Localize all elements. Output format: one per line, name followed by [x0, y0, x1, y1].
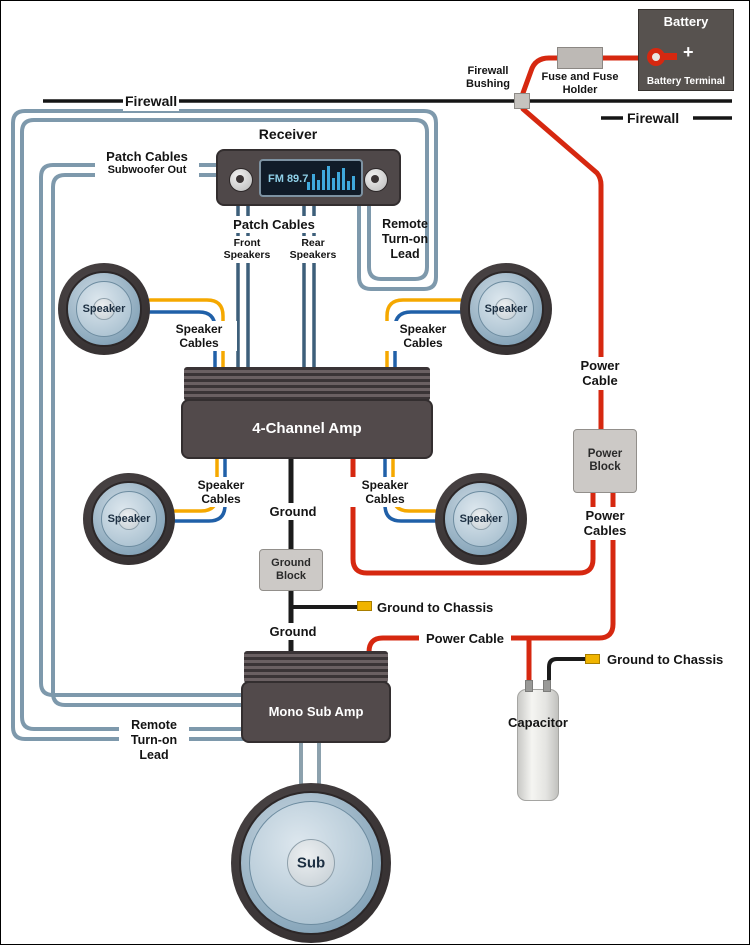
amp4: 4-Channel Amp: [181, 399, 433, 459]
fuse-holder: [557, 47, 603, 69]
volume-knob-icon: [229, 168, 253, 192]
ground-top-label: Ground: [261, 503, 325, 521]
speaker-wire-front-right-pos: [385, 298, 462, 371]
front-speakers-label: Front Speakers: [215, 236, 279, 263]
speaker-rear-left: Speaker: [83, 473, 175, 565]
rear-speakers-label: Rear Speakers: [281, 236, 345, 263]
speaker-label: Speaker: [459, 513, 503, 525]
speaker-cables-label-front-right: Speaker Cables: [385, 321, 461, 352]
receiver-frequency: FM 89.7: [268, 173, 309, 185]
chassis-terminal-icon: [585, 654, 600, 664]
speaker-label: Speaker: [484, 303, 528, 315]
remote-turn-on-top-label: Remote Turn-on Lead: [381, 217, 429, 261]
battery-title: Battery: [663, 14, 709, 29]
patch-cables-left-line1: Patch Cables: [106, 149, 188, 164]
speaker-label: Speaker: [107, 513, 151, 525]
fuse-label: Fuse and Fuse Holder: [541, 71, 619, 96]
speaker-cables-label-rear-right: Speaker Cables: [347, 477, 423, 508]
power-cable-bottom-label: Power Cable: [419, 630, 511, 648]
power-cables-label: Power Cables: [567, 507, 643, 540]
chassis-terminal-icon: [357, 601, 372, 611]
receiver-label: Receiver: [241, 125, 335, 144]
spectrum-icon: [307, 166, 355, 190]
firewall-bushing-label: Firewall Bushing: [466, 65, 510, 90]
speaker-wire-front-left-pos: [148, 298, 225, 371]
power-cable-top-label: Power Cable: [567, 357, 633, 390]
capacitor-terminal-neg-icon: [543, 680, 551, 692]
patch-cable-subwoofer-wire-1: [39, 163, 245, 697]
power-block: Power Block: [573, 429, 637, 493]
ground-to-chassis-amp-label: Ground to Chassis: [377, 600, 494, 615]
speaker-cables-label-front-left: Speaker Cables: [161, 321, 237, 352]
patch-cables-mid-label: Patch Cables: [227, 216, 321, 234]
ground-wire-to-chassis-capacitor: [547, 657, 589, 691]
speaker-label: Speaker: [82, 303, 126, 315]
battery-box: Battery + Battery Terminal: [638, 9, 734, 91]
plus-symbol: +: [683, 42, 694, 62]
remote-turn-on-bottom-label: Remote Turn-on Lead: [119, 717, 189, 764]
firewall-right-label: Firewall: [627, 110, 680, 126]
patch-cables-left-label: Patch Cables Subwoofer Out: [95, 148, 199, 179]
remote-turn-on-wire-2: [20, 118, 429, 731]
ground-bottom-label: Ground: [261, 623, 325, 641]
capacitor-label: Capacitor: [508, 715, 568, 730]
ground-block: Ground Block: [259, 549, 323, 591]
firewall-bushing: [514, 93, 530, 109]
tuner-knob-icon: [364, 168, 388, 192]
speaker-front-left: Speaker: [58, 263, 150, 355]
firewall-left-label: Firewall: [123, 92, 180, 111]
patch-cable-subwoofer-wire-2: [51, 173, 245, 707]
subwoofer: Sub: [231, 783, 391, 943]
speaker-cables-label-rear-left: Speaker Cables: [183, 477, 259, 508]
remote-turn-on-wire-1: [11, 109, 438, 741]
amp4-heatsink: [184, 367, 430, 401]
mono-sub-amp: Mono Sub Amp: [241, 681, 391, 743]
speaker-front-right: Speaker: [460, 263, 552, 355]
power-wire-block-to-amp4: [350, 456, 596, 576]
ground-to-chassis-capacitor-label: Ground to Chassis: [607, 652, 724, 667]
battery-terminal-icon: [647, 48, 665, 66]
capacitor-terminal-pos-icon: [525, 680, 533, 692]
sub-label: Sub: [296, 854, 326, 872]
subwoofer-out-label: Subwoofer Out: [107, 164, 187, 177]
receiver: FM 89.7: [216, 149, 401, 206]
battery-terminal-stub-icon: [663, 53, 677, 60]
speaker-rear-right: Speaker: [435, 473, 527, 565]
receiver-display: FM 89.7: [259, 159, 363, 197]
monoamp-heatsink: [244, 651, 388, 683]
capacitor: [517, 680, 559, 801]
battery-terminal-label: Battery Terminal: [646, 76, 726, 87]
